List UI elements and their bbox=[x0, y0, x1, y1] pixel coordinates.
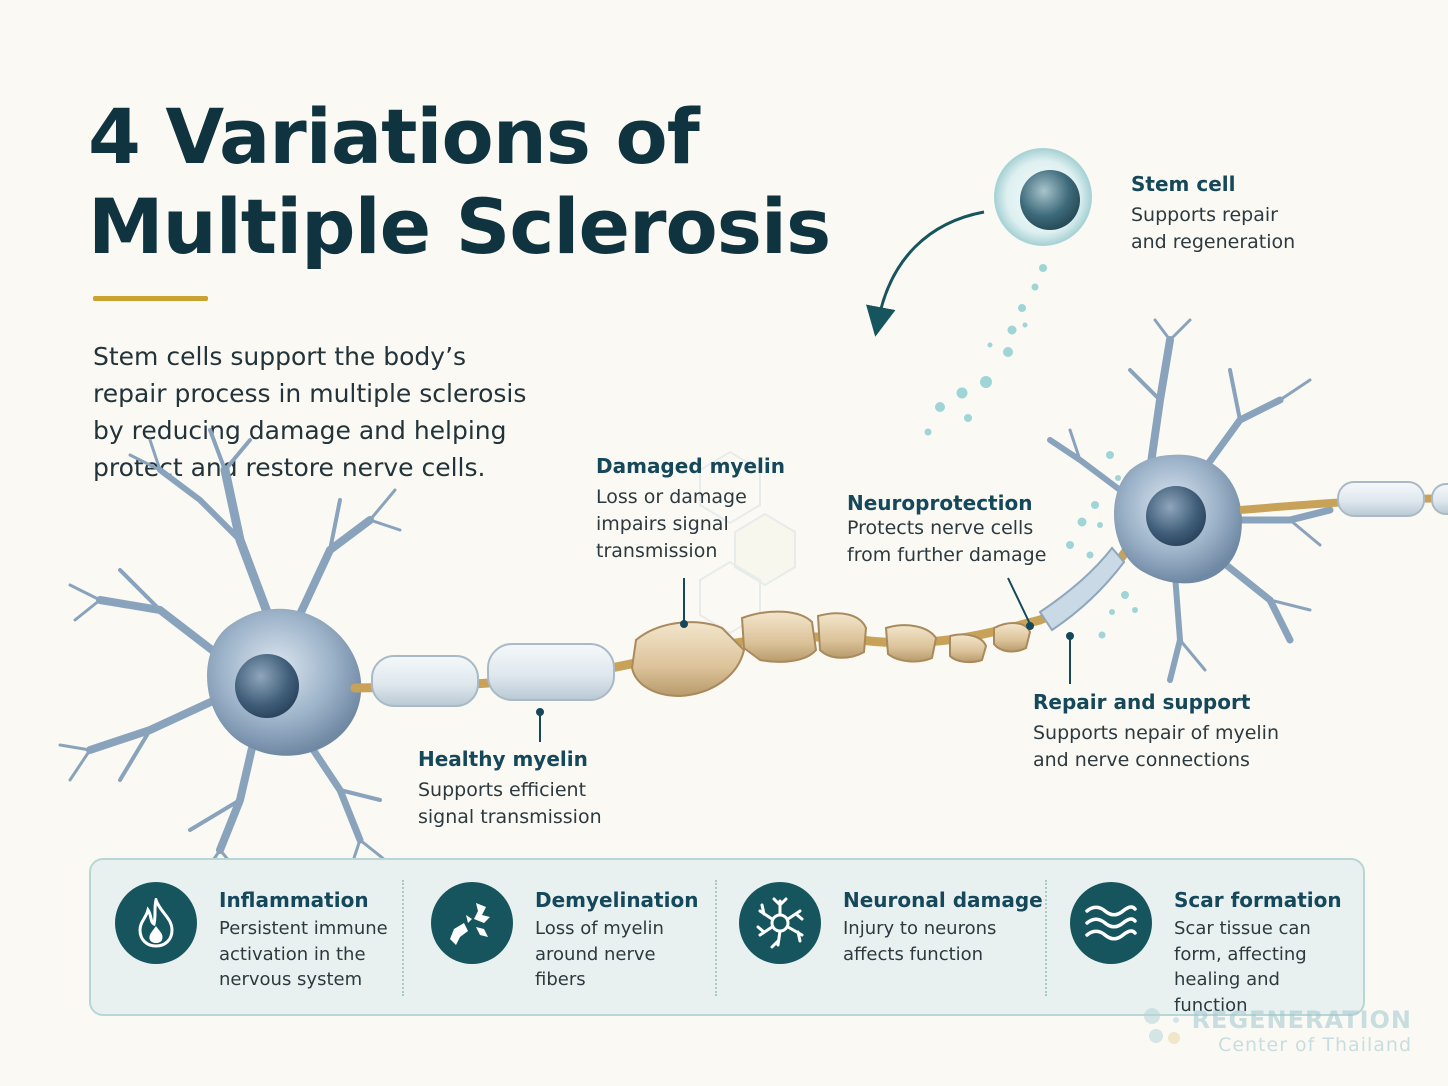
stem-cell-particles bbox=[924, 264, 1138, 639]
accent-rule bbox=[93, 296, 208, 301]
left-neuron bbox=[58, 428, 402, 882]
repairing-myelin bbox=[1038, 546, 1126, 632]
waves-icon bbox=[1070, 882, 1152, 964]
healthy-myelin-sheaths bbox=[371, 643, 615, 707]
stem-cell-arrow bbox=[866, 210, 985, 337]
callout-repair-support-desc: Supports nepair of myelin and nerve conn… bbox=[1033, 722, 1280, 771]
callout-neuroprotection-desc: Protects nerve cells from further damage bbox=[847, 517, 1047, 566]
callout-healthy-myelin-title: Healthy myelin bbox=[418, 747, 588, 771]
callout-stem-cell-desc: Supports repair and regeneration bbox=[1131, 204, 1296, 253]
type-neuronal-damage: Neuronal damage Injury to neurons affect… bbox=[715, 860, 1045, 1014]
callout-damaged-myelin-desc: Loss or damage impairs signal transmissi… bbox=[596, 486, 747, 562]
right-myelin-sheath bbox=[1337, 481, 1425, 517]
divider bbox=[402, 880, 404, 996]
hexagon-pattern bbox=[699, 450, 796, 635]
type-demyelination: Demyelination Loss of myelin around nerv… bbox=[407, 860, 715, 1014]
neuron-icon bbox=[739, 882, 821, 964]
type-demyelination-desc: Loss of myelin around nerve fibers bbox=[535, 918, 664, 990]
type-scar-formation-desc: Scar tissue can form, affecting healing … bbox=[1174, 918, 1311, 1016]
callout-repair-support-title: Repair and support bbox=[1033, 690, 1251, 714]
type-neuronal-damage-desc: Injury to neurons affects function bbox=[843, 918, 997, 965]
type-inflammation-desc: Persistent immune activation in the nerv… bbox=[219, 918, 388, 990]
title-line-2: Multiple Sclerosis bbox=[88, 182, 831, 271]
page-title: 4 Variations of Multiple Sclerosis bbox=[88, 92, 831, 272]
logo-mark bbox=[1143, 1008, 1180, 1044]
type-inflammation-title: Inflammation bbox=[219, 888, 369, 912]
left-nucleus bbox=[235, 654, 299, 718]
type-scar-formation-title: Scar formation bbox=[1174, 888, 1342, 912]
type-inflammation: Inflammation Persistent immune activatio… bbox=[91, 860, 401, 1014]
type-scar-formation: Scar formation Scar tissue can form, aff… bbox=[1046, 860, 1366, 1016]
leader-lines bbox=[536, 577, 1074, 742]
watermark-line-2: Center of Thailand bbox=[1218, 1034, 1412, 1056]
right-nucleus bbox=[1146, 486, 1206, 546]
title-line-1: 4 Variations of bbox=[88, 92, 700, 181]
callout-neuroprotection-title: Neuroprotection bbox=[847, 491, 1033, 515]
callout-neuroprotection: Neuroprotection Protects nerve cells fro… bbox=[847, 491, 1057, 569]
flame-icon bbox=[115, 882, 197, 964]
right-myelin-sheath-edge bbox=[1431, 483, 1448, 515]
watermark-logo: REGENERATION Center of Thailand bbox=[1143, 1006, 1412, 1056]
watermark-line-1: REGENERATION bbox=[1191, 1006, 1412, 1034]
callout-healthy-myelin-desc: Supports efficient signal transmission bbox=[418, 779, 602, 828]
intro-text: Stem cells support the body’s repair pro… bbox=[93, 342, 527, 482]
type-neuronal-damage-title: Neuronal damage bbox=[843, 888, 1043, 912]
divider bbox=[715, 880, 717, 996]
divider bbox=[1045, 880, 1047, 996]
damaged-myelin-segments bbox=[630, 610, 1032, 698]
right-neuron bbox=[1047, 318, 1334, 683]
ms-types-panel: Inflammation Persistent immune activatio… bbox=[89, 858, 1365, 1016]
callout-repair-support: Repair and support Supports nepair of my… bbox=[1033, 690, 1293, 774]
type-demyelination-title: Demyelination bbox=[535, 888, 699, 912]
broken-fibers-icon bbox=[431, 882, 513, 964]
callout-damaged-myelin-title: Damaged myelin bbox=[596, 454, 785, 478]
callout-stem-cell: Stem cell Supports repair and regenerati… bbox=[1131, 172, 1331, 256]
callout-stem-cell-title: Stem cell bbox=[1131, 172, 1236, 196]
callout-healthy-myelin: Healthy myelin Supports efficient signal… bbox=[418, 747, 618, 831]
callout-damaged-myelin: Damaged myelin Loss or damage impairs si… bbox=[596, 454, 786, 565]
stem-cell-nucleus bbox=[1020, 170, 1080, 230]
